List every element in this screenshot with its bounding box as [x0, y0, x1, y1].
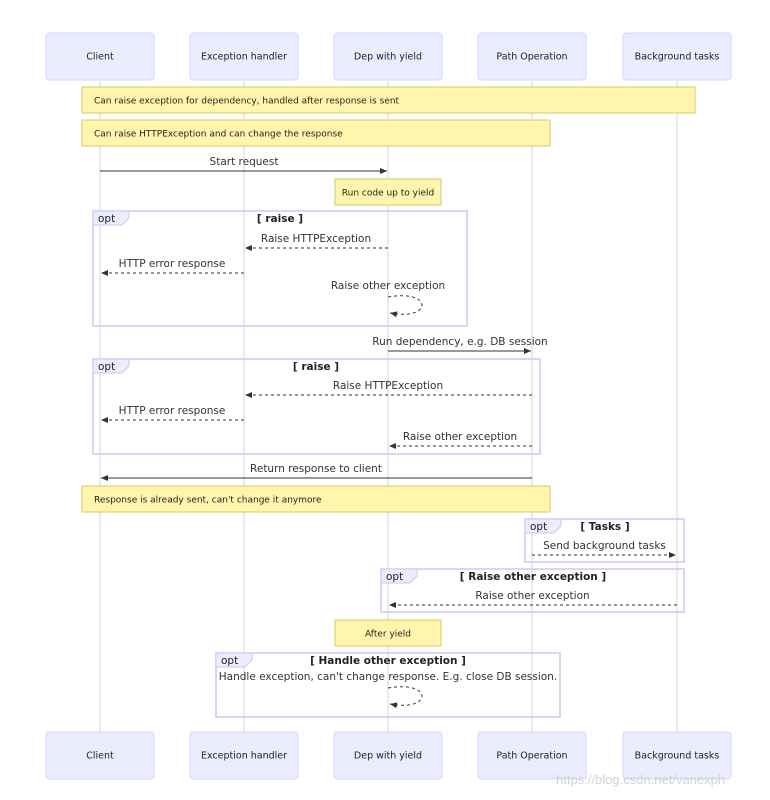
- note-box: [81, 86, 696, 114]
- opt-block: opt [ raise ]: [92, 358, 541, 455]
- note-box: [334, 619, 442, 647]
- actor-exception-handler-bottom: Exception handler: [189, 731, 299, 780]
- message-label: Raise HTTPException: [261, 233, 371, 245]
- actor-label: Background tasks: [635, 52, 720, 63]
- actor-box: [477, 32, 587, 81]
- message: HTTP error response: [101, 258, 244, 276]
- opt-tab: [92, 358, 130, 374]
- opt-label: opt: [98, 361, 115, 373]
- actor-label: Exception handler: [201, 751, 287, 762]
- opt-block: opt [ Handle other exception ]: [215, 652, 561, 718]
- opt-label: opt: [386, 571, 403, 583]
- actor-background-tasks-top: Background tasks: [622, 32, 732, 81]
- message-label: Raise other exception: [331, 280, 445, 292]
- note: Can raise exception for dependency, hand…: [81, 86, 696, 114]
- note: Run code up to yield: [334, 178, 442, 206]
- opt-frame: [524, 518, 685, 563]
- actor-box: [333, 32, 443, 81]
- opt-condition: [ Tasks ]: [580, 521, 629, 533]
- message: HTTP error response: [101, 405, 244, 423]
- actor-dep-with-yield-top: Dep with yield: [333, 32, 443, 81]
- opt-frame: [380, 568, 685, 613]
- note-text: After yield: [365, 630, 411, 640]
- actor-box: [45, 32, 155, 81]
- opt-condition: [ Raise other exception ]: [460, 571, 606, 583]
- opt-block: opt [ Tasks ]: [524, 518, 685, 563]
- message-label: HTTP error response: [119, 405, 226, 417]
- opt-tab: [215, 652, 253, 668]
- note: Can raise HTTPException and can change t…: [81, 119, 551, 147]
- opt-tab: [92, 210, 130, 226]
- actor-dep-with-yield-bottom: Dep with yield: [333, 731, 443, 780]
- message-label: Start request: [210, 156, 279, 168]
- message-label: HTTP error response: [119, 258, 226, 270]
- message: Return response to client: [101, 463, 532, 481]
- message: Raise HTTPException: [245, 233, 388, 251]
- watermark: https://blog.csdn.net/vanexph: [556, 772, 726, 787]
- actor-label: Client: [86, 751, 114, 762]
- actor-label: Dep with yield: [354, 751, 422, 762]
- message-label: Raise other exception: [475, 590, 589, 602]
- opt-label: opt: [98, 213, 115, 225]
- opt-tab: [524, 518, 562, 534]
- opt-label: opt: [530, 521, 547, 533]
- actor-client-bottom: Client: [45, 731, 155, 780]
- note-box: [81, 485, 551, 513]
- message: Raise other exception: [331, 280, 445, 318]
- opt-block: opt [ Raise other exception ]: [380, 568, 685, 613]
- actor-box: [622, 32, 732, 81]
- message: Raise other exception: [389, 431, 532, 449]
- actor-label: Client: [86, 52, 114, 63]
- message: Start request: [100, 156, 387, 174]
- actor-box: [189, 731, 299, 780]
- note: Response is already sent, can't change i…: [81, 485, 551, 513]
- message: Send background tasks: [532, 540, 676, 558]
- actor-box: [622, 731, 732, 780]
- actor-background-tasks-bottom: Background tasks: [622, 731, 732, 780]
- note-box: [81, 119, 551, 147]
- actor-label: Path Operation: [496, 52, 567, 63]
- opt-frame: [92, 210, 468, 327]
- opt-frame: [92, 358, 541, 455]
- actor-label: Dep with yield: [354, 52, 422, 63]
- message-label: Raise other exception: [403, 431, 517, 443]
- actor-box: [45, 731, 155, 780]
- note: After yield: [334, 619, 442, 647]
- message-label: Handle exception, can't change response.…: [219, 671, 557, 683]
- actor-label: Exception handler: [201, 52, 287, 63]
- opt-block: opt [ raise ]: [92, 210, 468, 327]
- message: Run dependency, e.g. DB session: [372, 336, 548, 354]
- self-message-arrow: [387, 295, 423, 318]
- note-text: Can raise HTTPException and can change t…: [94, 130, 343, 140]
- actor-label: Background tasks: [635, 751, 720, 762]
- actor-label: Path Operation: [496, 751, 567, 762]
- actor-box: [333, 731, 443, 780]
- note-box: [334, 178, 442, 206]
- opt-label: opt: [221, 655, 238, 667]
- self-message-arrow: [387, 686, 423, 709]
- message-label: Raise HTTPException: [333, 380, 443, 392]
- actor-client-top: Client: [45, 32, 155, 81]
- message-label: Run dependency, e.g. DB session: [372, 336, 547, 348]
- opt-tab: [380, 568, 418, 584]
- opt-condition: [ raise ]: [293, 361, 339, 373]
- message: Raise other exception: [389, 590, 677, 608]
- opt-condition: [ Handle other exception ]: [310, 655, 466, 667]
- actor-box: [477, 731, 587, 780]
- message: Raise HTTPException: [245, 380, 532, 398]
- opt-frame: [215, 652, 561, 718]
- note-text: Run code up to yield: [342, 189, 434, 199]
- note-text: Can raise exception for dependency, hand…: [94, 97, 400, 107]
- actor-box: [189, 32, 299, 81]
- note-text: Response is already sent, can't change i…: [94, 496, 322, 506]
- actor-path-operation-bottom: Path Operation: [477, 731, 587, 780]
- message: Handle exception, can't change response.…: [219, 671, 557, 709]
- message-label: Send background tasks: [543, 540, 666, 552]
- opt-condition: [ raise ]: [257, 213, 303, 225]
- message-label: Return response to client: [250, 463, 382, 475]
- actor-exception-handler-top: Exception handler: [189, 32, 299, 81]
- actor-path-operation-top: Path Operation: [477, 32, 587, 81]
